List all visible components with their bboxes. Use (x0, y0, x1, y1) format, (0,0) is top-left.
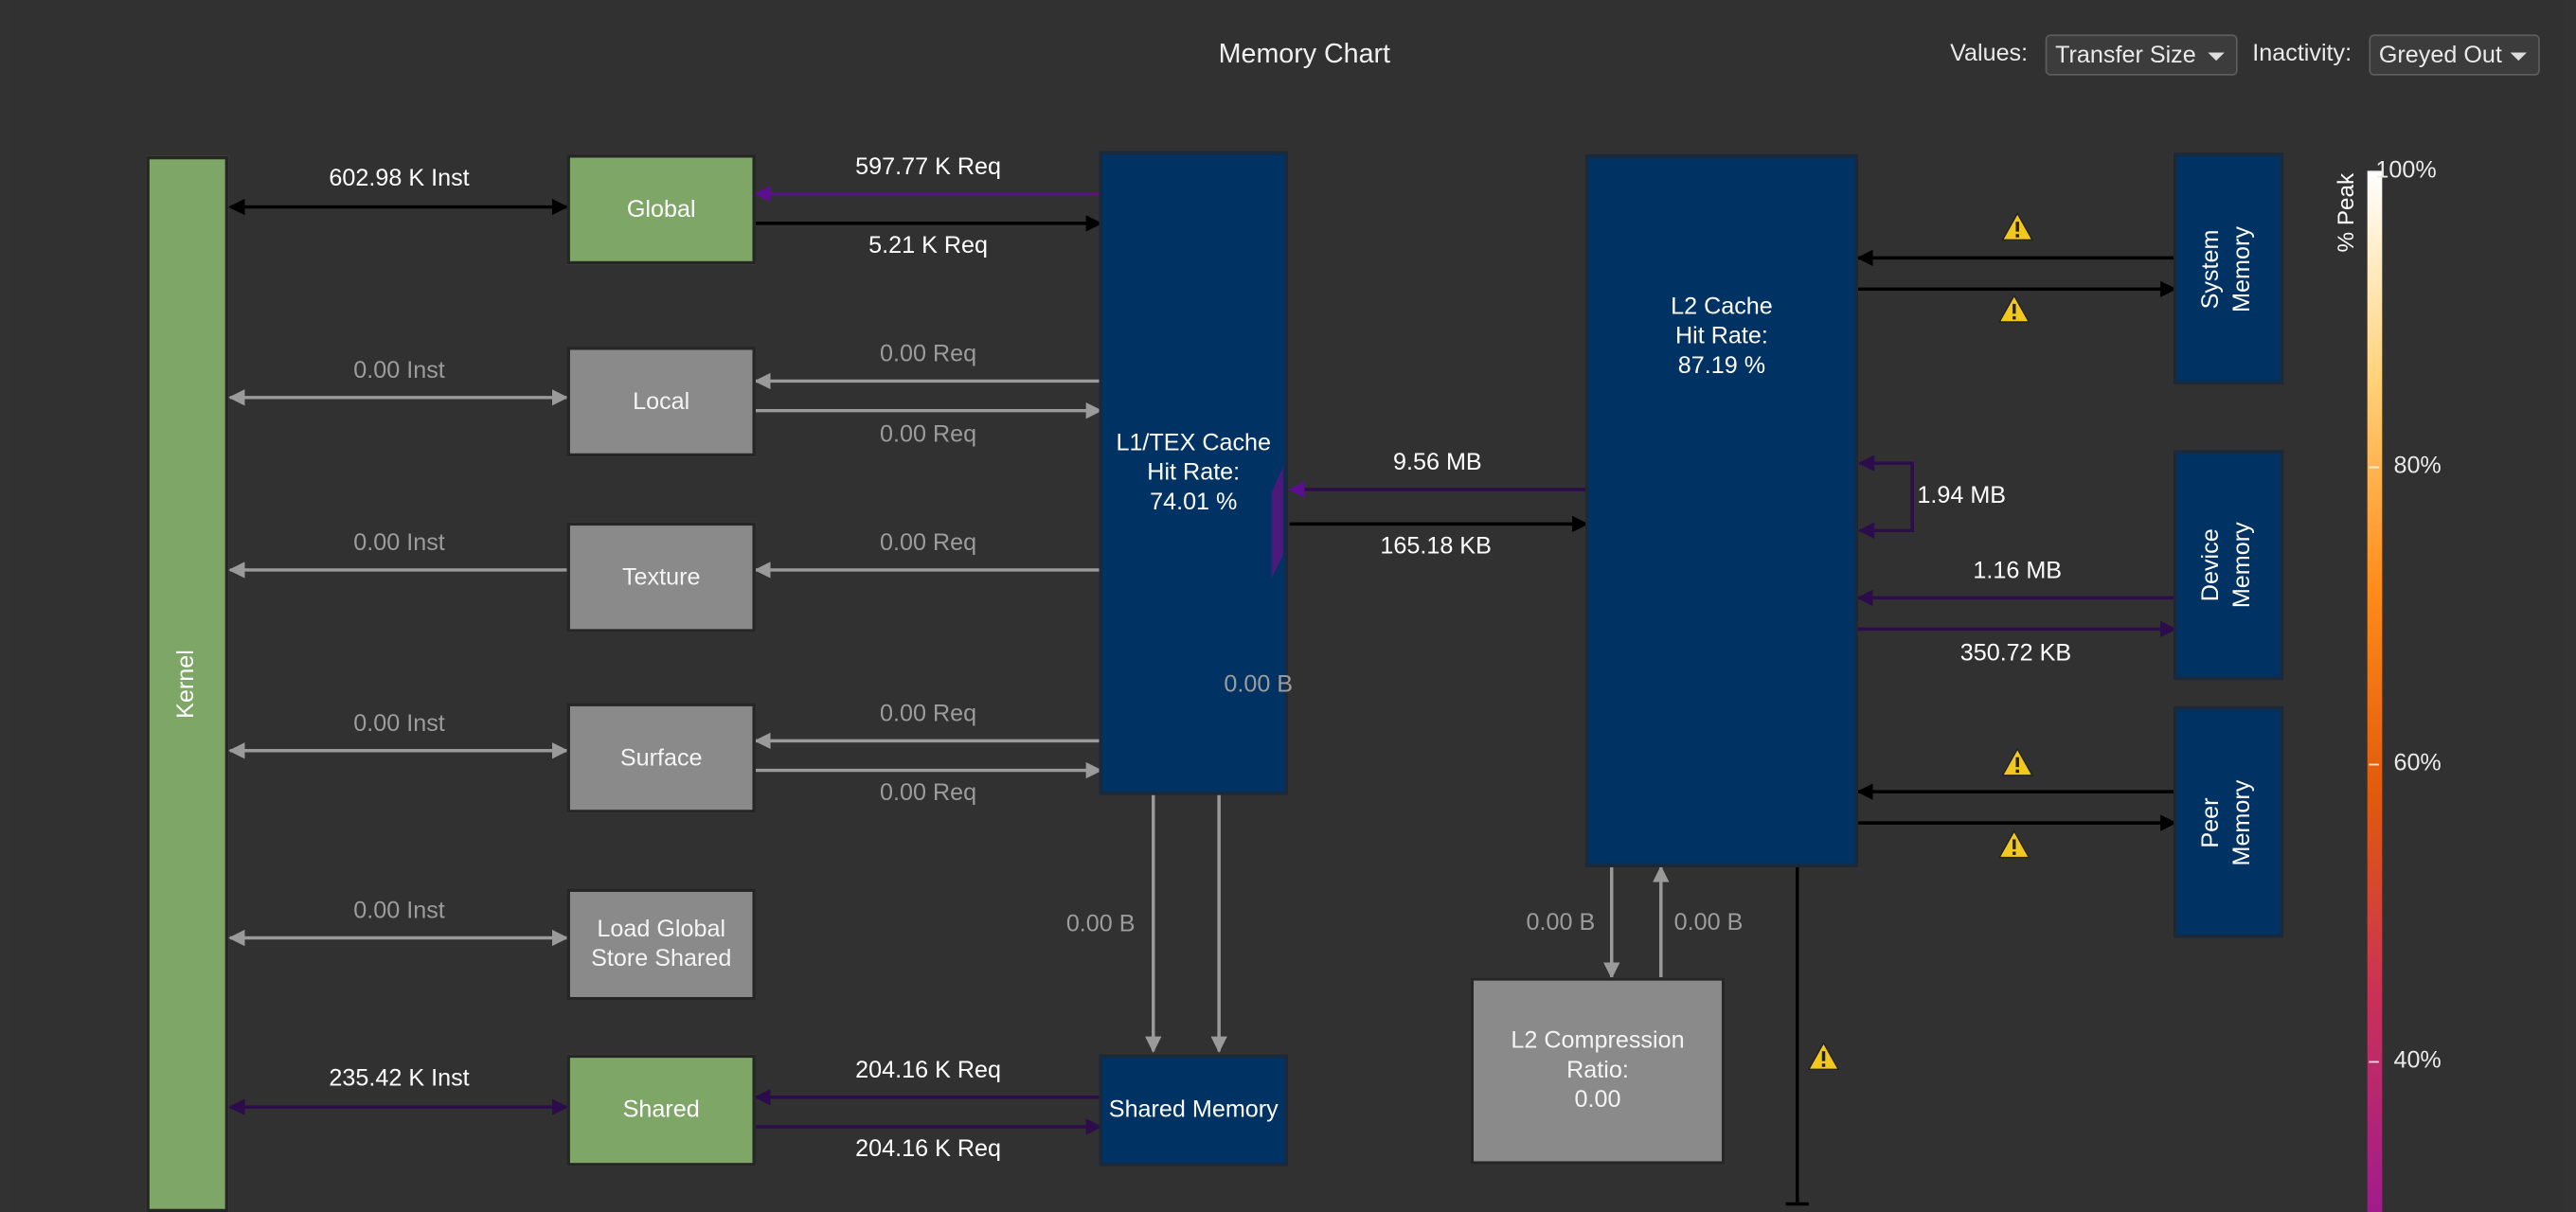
global-unit[interactable]: Global (566, 154, 756, 265)
l2-cache[interactable]: L2 Cache Hit Rate: 87.19 % (1584, 154, 1858, 867)
tick-label-40: 40% (2393, 1047, 2442, 1075)
texture-label: Texture (621, 563, 701, 591)
local-unit[interactable]: Local (566, 347, 756, 457)
l1-hit-rate-value: 74.01 % (1150, 489, 1238, 516)
tick-60 (2369, 763, 2379, 766)
l1-sm-b-label: 0.00 B (1224, 671, 1294, 699)
kernel-global-label: 602.98 K Inst (329, 166, 470, 192)
kernel-local-label: 0.00 Inst (353, 358, 445, 384)
l2-name: L2 Cache (1671, 294, 1773, 321)
values-dropdown[interactable]: Transfer Size (2045, 34, 2238, 76)
l2-hit-rate-value: 87.19 % (1677, 352, 1766, 380)
peak-colorbar (2367, 170, 2383, 1212)
chevron-down-icon (2208, 52, 2225, 62)
local-l1-in-label: 0.00 Req (880, 341, 977, 368)
l1-hit-rate-label: Hit Rate: (1147, 459, 1241, 487)
load-global-store-shared-unit[interactable]: Load Global Store Shared (566, 888, 756, 1001)
values-selected: Transfer Size (2055, 43, 2196, 69)
values-label: Values: (1950, 41, 2029, 68)
l2-compression-label: L2 Compression (1511, 1027, 1685, 1055)
l1-sm-a-label: 0.00 B (1065, 911, 1136, 938)
shared-memory-label: Shared Memory (1108, 1096, 1279, 1124)
surface-l1-out-label: 0.00 Req (880, 779, 977, 807)
l2-l1-label: 9.56 MB (1393, 450, 1482, 477)
comp-l2-label: 0.00 B (1673, 910, 1744, 936)
inactivity-label: Inactivity: (2252, 41, 2352, 68)
chevron-down-icon (2510, 52, 2527, 62)
shared-label: Shared (622, 1096, 700, 1124)
l1-name: L1/TEX Cache (1116, 430, 1272, 457)
l2-compression-ratio-label: Ratio: (1566, 1058, 1629, 1084)
colorbar-label: % Peak (2332, 172, 2359, 253)
shared-sm-out-label: 204.16 K Req (855, 1136, 1002, 1164)
device-l2-label: 1.16 MB (1973, 558, 2063, 585)
tick-40 (2369, 1060, 2379, 1063)
tick-100 (2369, 170, 2379, 173)
lgss-label-line2: Store Shared (591, 946, 732, 972)
inactivity-selected: Greyed Out (2378, 43, 2502, 69)
shared-memory-unit[interactable]: Shared Memory (1099, 1054, 1289, 1167)
kernel-label: Kernel (172, 650, 200, 719)
page-title: Memory Chart (1218, 39, 1391, 69)
l2-compression-unit[interactable]: L2 Compression Ratio: 0.00 (1470, 977, 1726, 1165)
l2-comp-label: 0.00 B (1526, 910, 1596, 936)
global-l1-in-label: 597.77 K Req (855, 154, 1002, 181)
l2-hit-rate-label: Hit Rate: (1675, 323, 1768, 350)
kernel-shared-label: 235.42 K Inst (329, 1065, 470, 1093)
l2-device-label: 350.72 KB (1959, 640, 2072, 668)
texture-l1-in-label: 0.00 Req (880, 530, 977, 558)
shared-unit[interactable]: Shared (566, 1054, 756, 1167)
kernel-lgss-label: 0.00 Inst (353, 898, 445, 925)
inactivity-dropdown[interactable]: Greyed Out (2369, 34, 2540, 76)
tick-label-100: 100% (2375, 157, 2437, 185)
local-l1-out-label: 0.00 Req (880, 421, 977, 449)
surface-label: Surface (619, 744, 703, 772)
l2-compression-ratio-value: 0.00 (1574, 1087, 1621, 1114)
tick-label-60: 60% (2393, 750, 2442, 777)
surface-unit[interactable]: Surface (566, 703, 756, 813)
tick-80 (2369, 466, 2379, 469)
lgss-label-line1: Load Global (597, 916, 726, 943)
texture-unit[interactable]: Texture (566, 522, 756, 633)
l2-loop-label: 1.94 MB (1917, 483, 2007, 509)
global-label: Global (626, 196, 696, 223)
l1-tex-cache[interactable]: L1/TEX Cache Hit Rate: 74.01 % (1099, 151, 1289, 795)
local-label: Local (633, 388, 690, 416)
shared-sm-in-label: 204.16 K Req (855, 1058, 1002, 1084)
kernel-unit[interactable]: Kernel (146, 155, 229, 1212)
kernel-surface-label: 0.00 Inst (353, 711, 445, 738)
global-l1-out-label: 5.21 K Req (868, 233, 989, 260)
kernel-texture-label: 0.00 Inst (353, 530, 445, 558)
l1-l2-label: 165.18 KB (1380, 533, 1492, 561)
l2-loop-link (1857, 454, 1914, 539)
tick-label-80: 80% (2393, 453, 2442, 480)
surface-l1-in-label: 0.00 Req (880, 701, 977, 728)
